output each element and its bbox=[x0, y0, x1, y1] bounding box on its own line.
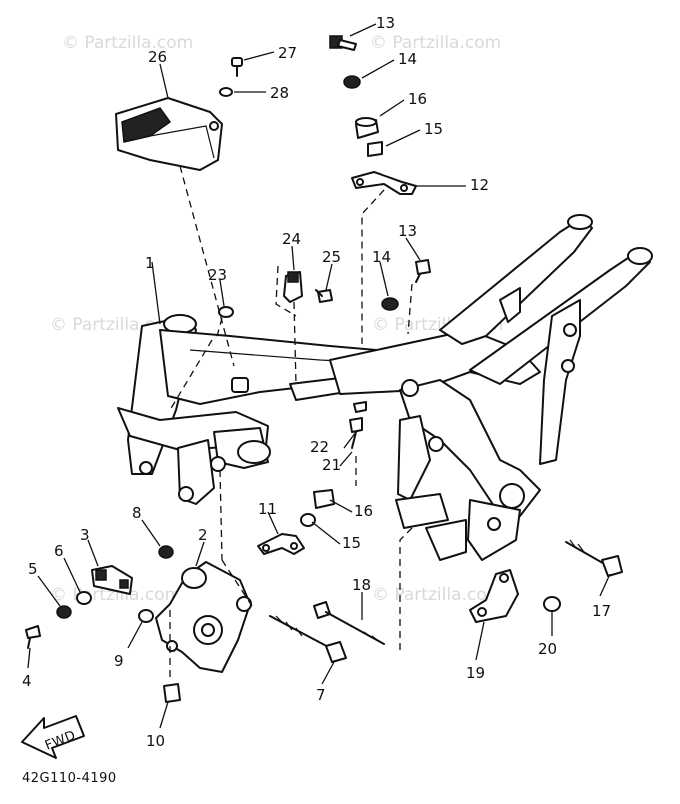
part-15-collar-upper bbox=[367, 141, 383, 157]
callout-16-top: 16 bbox=[408, 90, 427, 108]
part-5-washer bbox=[56, 605, 72, 619]
part-19-bracket bbox=[469, 569, 519, 623]
footrest-bracket bbox=[425, 519, 467, 561]
part-26-cover bbox=[115, 97, 223, 171]
part-4-screw bbox=[25, 625, 41, 649]
seat-rail-end-lower bbox=[627, 247, 653, 265]
callout-21: 21 bbox=[322, 456, 341, 474]
part-7-bolt bbox=[269, 615, 347, 663]
callout-14-top: 14 bbox=[398, 50, 417, 68]
spar-joint bbox=[401, 379, 419, 397]
mount-hole-front bbox=[178, 486, 194, 502]
cover-shadow bbox=[121, 107, 172, 143]
pivot-boss bbox=[499, 483, 525, 509]
seat-rail-upper bbox=[439, 217, 593, 345]
part-21-bolt bbox=[349, 417, 363, 449]
watermarks: © Partzilla.com © Partzilla.com © Partzi… bbox=[50, 33, 503, 605]
callout-1: 1 bbox=[145, 254, 155, 272]
watermark-low-right: © Partzilla.com bbox=[372, 585, 503, 605]
callout-8: 8 bbox=[132, 504, 142, 522]
rear-upright-hole bbox=[563, 323, 577, 337]
callout-11: 11 bbox=[258, 500, 277, 518]
part-11-bracket bbox=[257, 533, 305, 555]
part-9-washer bbox=[138, 609, 154, 623]
callout-9: 9 bbox=[114, 652, 124, 670]
callout-23: 23 bbox=[208, 266, 227, 284]
center-crossbar bbox=[395, 493, 449, 529]
part-23-nut bbox=[218, 306, 234, 318]
callout-24: 24 bbox=[282, 230, 301, 248]
part-13-bolt-right bbox=[415, 259, 431, 283]
callout-15-lower: 15 bbox=[342, 534, 361, 552]
callout-27: 27 bbox=[278, 44, 297, 62]
callout-7: 7 bbox=[316, 686, 326, 704]
callout-13-right: 13 bbox=[398, 222, 417, 240]
callout-12: 12 bbox=[470, 176, 489, 194]
mount-hole-head bbox=[139, 461, 153, 475]
part-3-bracket bbox=[91, 565, 133, 595]
callout-6: 6 bbox=[54, 542, 64, 560]
engine-hanger-hole bbox=[210, 456, 226, 472]
part-6-washer bbox=[76, 591, 92, 605]
part-18-bolt bbox=[313, 601, 385, 645]
rail-bracket bbox=[499, 287, 521, 323]
callout-17: 17 bbox=[592, 602, 611, 620]
part-27-bolt bbox=[231, 57, 243, 77]
watermark-top-left: © Partzilla.com bbox=[62, 33, 193, 53]
part-10-nut bbox=[163, 683, 181, 703]
callout-26: 26 bbox=[148, 48, 167, 66]
part-25-screw bbox=[315, 289, 333, 303]
callout-2: 2 bbox=[198, 526, 208, 544]
part-12-bracket bbox=[351, 171, 417, 195]
part-16-damper-lower bbox=[313, 489, 335, 509]
main-frame bbox=[117, 214, 653, 561]
part-15-collar-lower bbox=[300, 513, 316, 527]
seat-rail-end-upper bbox=[567, 214, 593, 230]
callout-4: 4 bbox=[22, 672, 32, 690]
part-8-nut bbox=[158, 545, 174, 559]
callout-28: 28 bbox=[270, 84, 289, 102]
rear-upright-hole-2 bbox=[561, 359, 575, 373]
pivot-hole-lower bbox=[487, 517, 501, 531]
part-20-collar bbox=[543, 596, 561, 612]
callout-3: 3 bbox=[80, 526, 90, 544]
part-16-damper-upper bbox=[355, 117, 379, 139]
callout-16-lower: 16 bbox=[354, 502, 373, 520]
part-2-engine-bracket bbox=[155, 561, 252, 673]
assembly-lines bbox=[169, 165, 415, 680]
part-13-bolt-upper bbox=[329, 35, 357, 51]
callout-13-top: 13 bbox=[376, 14, 395, 32]
center-gusset bbox=[397, 415, 431, 501]
part-22-bolt bbox=[353, 401, 367, 413]
part-24-clamp bbox=[283, 271, 303, 303]
fwd-arrow-icon bbox=[21, 715, 85, 759]
callout-20: 20 bbox=[538, 640, 557, 658]
drawing-code: 42G110-4190 bbox=[22, 771, 117, 786]
callout-22: 22 bbox=[310, 438, 329, 456]
leader-lines bbox=[27, 23, 611, 729]
callout-25: 25 bbox=[322, 248, 341, 266]
part-17-bolt bbox=[565, 539, 623, 577]
callout-10: 10 bbox=[146, 732, 165, 750]
callout-15-top: 15 bbox=[424, 120, 443, 138]
callout-14-right: 14 bbox=[372, 248, 391, 266]
callouts: 1 2 3 4 5 6 7 8 9 10 11 12 13 13 14 14 1… bbox=[22, 14, 611, 750]
gusset-hole bbox=[428, 436, 444, 452]
spar-boss bbox=[231, 377, 249, 393]
watermark-top-right: © Partzilla.com bbox=[370, 33, 501, 53]
callout-5: 5 bbox=[28, 560, 38, 578]
callout-18: 18 bbox=[352, 576, 371, 594]
part-14-washer-upper bbox=[343, 75, 361, 89]
callout-19: 19 bbox=[466, 664, 485, 682]
engine-hanger-boss bbox=[237, 440, 271, 464]
rear-upright bbox=[539, 299, 581, 465]
part-14-washer-right bbox=[381, 297, 399, 311]
fwd-arrow: FWD bbox=[21, 715, 85, 759]
part-28-washer bbox=[219, 87, 233, 97]
